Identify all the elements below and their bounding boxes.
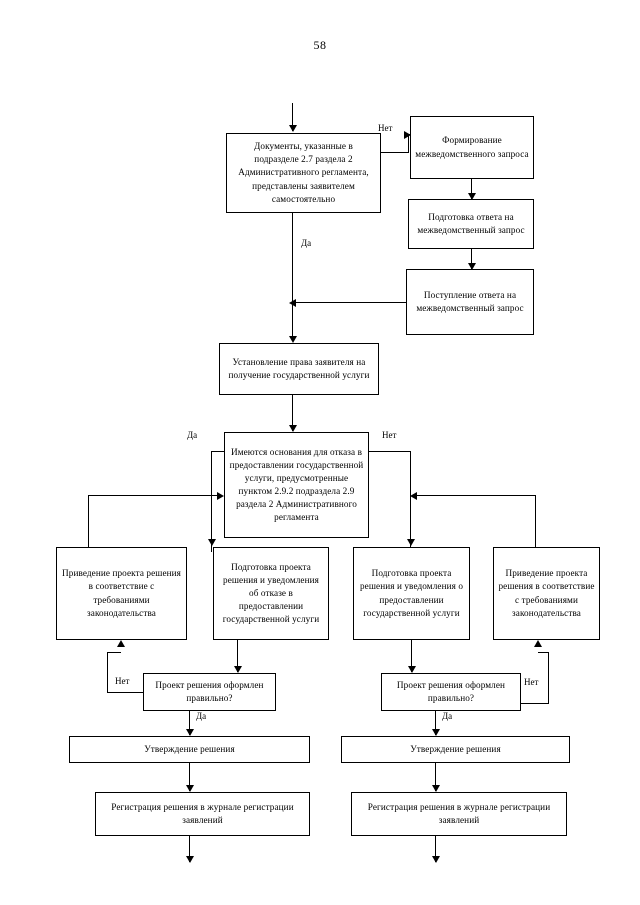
connector-align-left-up-v (88, 495, 90, 550)
connector-establish-to-decision (292, 395, 294, 431)
connector-receive-return-h (295, 302, 406, 304)
node-establish-right[interactable]: Установление права заявителя на получени… (219, 343, 379, 395)
connector-approve-to-register-right (435, 763, 437, 791)
node-documents-check[interactable]: Документы, указанные в подразделе 2.7 ра… (226, 133, 381, 213)
node-align-right-label: Приведение проекта решения в соответстви… (498, 568, 595, 618)
arrow-no-top (404, 130, 411, 139)
arrow-align-left-into-decision (217, 491, 224, 500)
arrow-no-check-left-to-align (117, 640, 125, 647)
connector-register-right-exit (435, 836, 437, 862)
arrow-register-right-exit (431, 856, 440, 863)
connector-entry-top (292, 103, 294, 131)
arrow-yes-top (288, 336, 297, 343)
arrow-entry-top (288, 125, 297, 132)
node-approve-left-label: Утверждение решения (144, 743, 235, 754)
node-approve-right-label: Утверждение решения (410, 743, 501, 754)
connector-yes-top-trunk (292, 213, 294, 340)
arrow-register-left-exit (185, 856, 194, 863)
arrow-establish-to-decision (288, 425, 297, 432)
node-receive-answer[interactable]: Поступление ответа на межведомственный з… (406, 269, 534, 335)
arrow-form-to-prepare (467, 193, 476, 200)
arrow-yes-decision-to-prepare-refusal (207, 539, 216, 546)
edge-label-no-check-left: Нет (114, 676, 131, 686)
arrow-yes-check-right (431, 729, 440, 736)
connector-no-check-left-h (107, 692, 144, 694)
node-prepare-refusal-label: Подготовка проекта решения и уведомления… (222, 561, 320, 625)
edge-label-yes-check-left: Да (195, 711, 208, 721)
node-receive-answer-label: Поступление ответа на межведомственный з… (416, 289, 524, 313)
node-establish-right-label: Установление права заявителя на получени… (228, 356, 370, 380)
connector-refusal-to-check-left (237, 640, 239, 672)
node-register-right-label: Регистрация решения в журнале регистраци… (367, 801, 551, 825)
page-number: 58 (313, 38, 327, 52)
connector-register-left-exit (189, 836, 191, 862)
edge-label-no-top: Нет (377, 123, 394, 133)
connector-align-right-up-h (416, 495, 536, 497)
arrow-no-decision-to-prepare-grant (406, 539, 415, 546)
connector-no-check-right-h (520, 703, 549, 705)
node-prepare-answer-label: Подготовка ответа на межведомственный за… (417, 211, 525, 235)
node-prepare-grant[interactable]: Подготовка проекта решения и уведомления… (353, 547, 470, 640)
arrow-prepare-to-receive (467, 263, 476, 270)
node-documents-check-label: Документы, указанные в подразделе 2.7 ра… (238, 141, 369, 204)
node-align-left-label: Приведение проекта решения в соответстви… (62, 568, 181, 618)
edge-label-no-decision: Нет (381, 430, 398, 440)
connector-no-top-v (408, 135, 410, 153)
arrow-yes-check-left (185, 729, 194, 736)
node-register-left[interactable]: Регистрация решения в журнале регистраци… (95, 792, 310, 836)
connector-prepare-to-receive (471, 249, 473, 269)
edge-label-yes-check-right: Да (441, 711, 454, 721)
connector-no-top-h1 (381, 152, 409, 154)
connector-no-check-left-h2 (107, 652, 121, 654)
connector-align-right-up-v (535, 495, 537, 550)
node-register-right[interactable]: Регистрация решения в журнале регистраци… (351, 792, 567, 836)
node-check-right-label: Проект решения оформлен правильно? (396, 679, 506, 703)
arrow-grant-to-check-right (407, 666, 416, 673)
connector-yes-decision-h (211, 451, 225, 453)
node-register-left-label: Регистрация решения в журнале регистраци… (111, 801, 294, 825)
connector-grant-to-check-right (411, 640, 413, 672)
connector-form-to-prepare (471, 179, 473, 199)
node-check-left[interactable]: Проект решения оформлен правильно? (143, 673, 276, 711)
connector-yes-check-left (189, 711, 191, 735)
node-prepare-refusal[interactable]: Подготовка проекта решения и уведомления… (213, 547, 329, 640)
connector-yes-decision-v (211, 451, 213, 552)
node-approve-right[interactable]: Утверждение решения (341, 736, 570, 763)
node-prepare-answer[interactable]: Подготовка ответа на межведомственный за… (408, 199, 534, 249)
node-refusal-grounds[interactable]: Имеются основания для отказа в предостав… (224, 432, 369, 538)
node-check-left-label: Проект решения оформлен правильно? (155, 679, 264, 703)
connector-no-check-right-h2 (538, 652, 549, 654)
connector-no-decision-h (369, 451, 411, 453)
arrow-no-check-right-to-align (534, 640, 542, 647)
arrow-align-right-into-decision (410, 491, 417, 500)
node-prepare-grant-label: Подготовка проекта решения и уведомления… (359, 568, 464, 618)
connector-approve-to-register-left (189, 763, 191, 791)
node-form-request[interactable]: Формирование межведомственного запроса (410, 116, 534, 179)
connector-align-left-up-h (88, 495, 218, 497)
edge-label-yes-decision: Да (186, 430, 199, 440)
edge-label-yes-top: Да (300, 238, 313, 248)
arrow-approve-to-register-right (431, 785, 440, 792)
node-refusal-grounds-label: Имеются основания для отказа в предостав… (229, 446, 364, 523)
arrow-refusal-to-check-left (233, 666, 242, 673)
arrow-approve-to-register-left (185, 785, 194, 792)
connector-no-check-left-v (107, 652, 109, 693)
node-check-right[interactable]: Проект решения оформлен правильно? (381, 673, 521, 711)
connector-no-check-right-v (548, 652, 550, 704)
node-approve-left[interactable]: Утверждение решения (69, 736, 310, 763)
connector-no-decision-v (410, 451, 412, 552)
node-align-left[interactable]: Приведение проекта решения в соответстви… (56, 547, 187, 640)
edge-label-no-check-right: Нет (523, 677, 540, 687)
connector-yes-check-right (435, 711, 437, 735)
node-align-right[interactable]: Приведение проекта решения в соответстви… (493, 547, 600, 640)
node-form-request-label: Формирование межведомственного запроса (415, 135, 529, 159)
